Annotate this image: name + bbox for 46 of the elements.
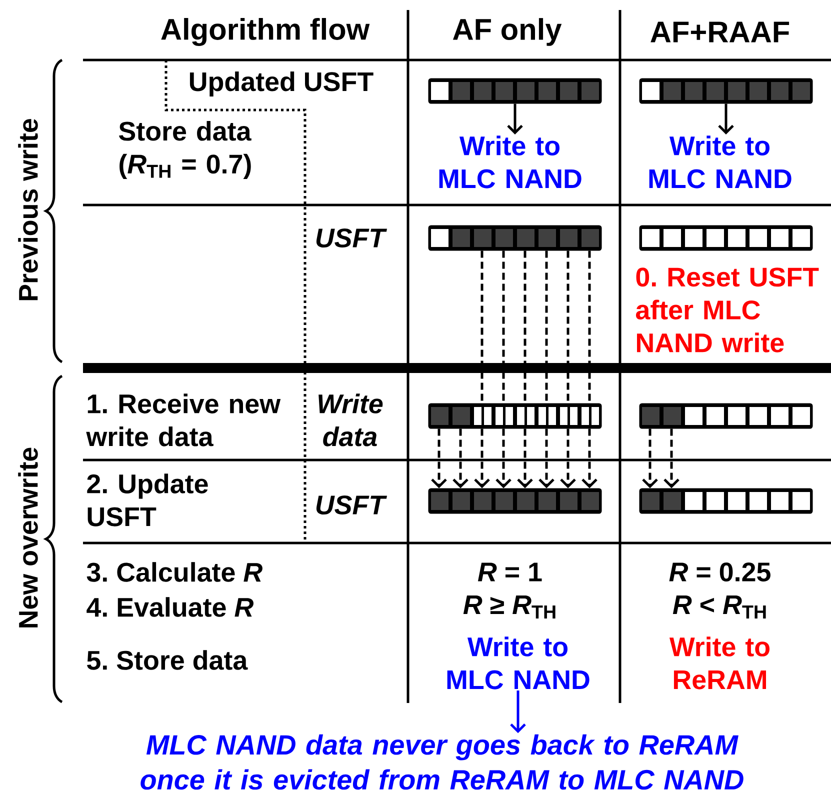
side-label: New overwrite [18, 448, 38, 628]
formula-text: R ≥ R$_{TH}$ [463, 596, 556, 618]
arrow [510, 690, 526, 734]
column-header: Algorithm flow [161, 18, 370, 46]
arrow [507, 104, 523, 134]
formula-text: R = 0.25 [669, 562, 770, 582]
arrow [452, 428, 468, 488]
arrow [718, 104, 734, 134]
action-text: Write to MLC NAND [447, 636, 590, 690]
row-label: Store data (R$_{TH}$ = 0.7) [118, 121, 252, 179]
row-label: USFT [316, 228, 388, 248]
arrow [496, 428, 512, 488]
bit-array [639, 225, 813, 251]
row-label: Write data [318, 394, 383, 446]
column-header: AF only [452, 18, 562, 46]
formula-text: R = 1 [478, 562, 542, 582]
row-label: USFT [316, 495, 388, 515]
arrow [560, 428, 576, 488]
formula-text: R < R$_{TH}$ [672, 596, 766, 618]
step-text: 2. Update USFT [87, 474, 208, 526]
caption-text: MLC NAND data never goes back to ReRAM once it is evicted from ReRAM to MLC NAND [140, 734, 744, 790]
bit-array [639, 403, 813, 429]
row-label: Updated USFT [190, 71, 374, 97]
action-text: Write to MLC NAND [649, 136, 792, 188]
step-text: 1. Receive new write data [86, 394, 281, 446]
step-text: 5. Store data [87, 650, 248, 670]
arrow [538, 428, 554, 488]
note-text: 0. Reset USFT after MLC NAND write [636, 268, 819, 352]
bit-array [428, 403, 602, 429]
bit-array [639, 488, 813, 514]
action-text: Write to MLC NAND [439, 136, 582, 188]
arrow [431, 428, 447, 488]
arrow [582, 428, 598, 488]
step-text: 3. Calculate R [86, 562, 262, 582]
bit-array [428, 78, 602, 104]
bit-array [428, 225, 602, 251]
bit-array [639, 78, 813, 104]
arrow [474, 428, 490, 488]
arrow [664, 428, 680, 488]
side-label: Previous write [18, 119, 38, 300]
arrow [517, 428, 533, 488]
step-text: 4. Evaluate R [86, 597, 254, 617]
arrow [642, 428, 658, 488]
bit-array [428, 488, 602, 514]
column-header: AF+RAAF [650, 22, 790, 42]
action-text: Write to ReRAM [669, 636, 770, 690]
